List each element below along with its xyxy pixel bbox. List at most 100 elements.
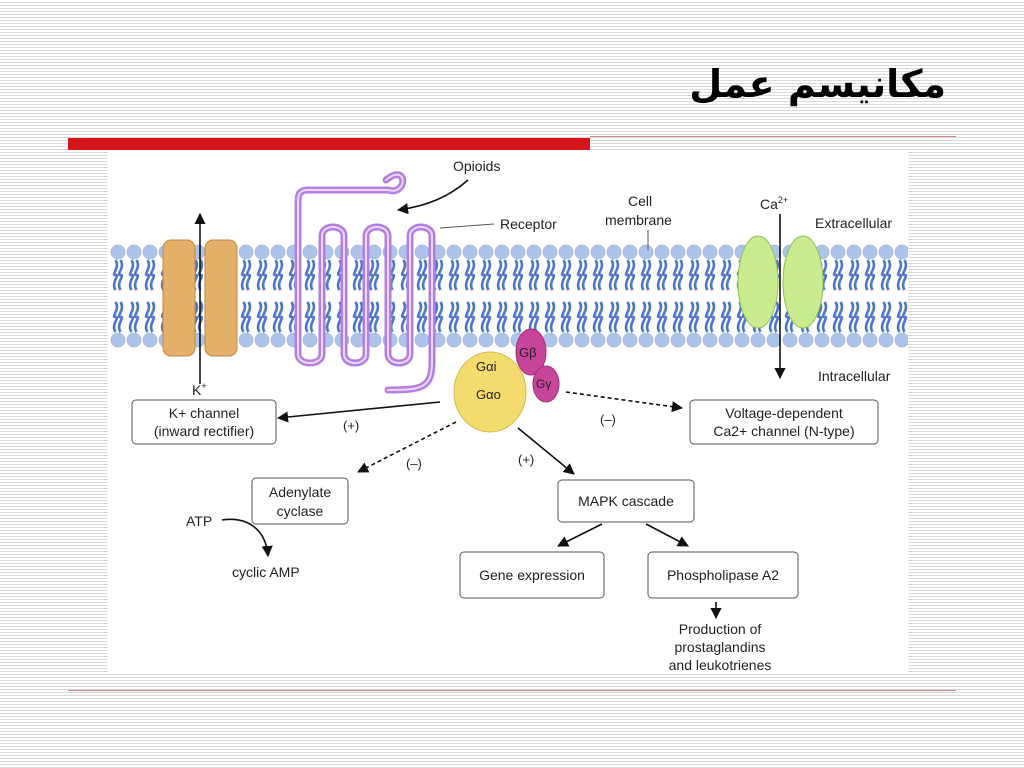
lipid-head — [574, 244, 590, 260]
lipid-tail — [485, 301, 492, 333]
atp-label: ATP — [186, 513, 212, 529]
lipid-head — [638, 332, 654, 348]
lipid-tail — [416, 259, 423, 291]
k-channel-activation-arrow — [276, 401, 441, 423]
lipid-head — [702, 332, 718, 348]
lipid-tail — [613, 259, 620, 291]
lipid-head — [654, 244, 670, 260]
lipid-head — [110, 332, 126, 348]
lipid-head — [862, 332, 878, 348]
k-channel-box — [131, 399, 277, 445]
k-channel-label-1: K+ channel — [169, 405, 239, 421]
adenylate-cyclase-box — [251, 477, 349, 525]
lipid-head — [590, 244, 606, 260]
lipid-head — [830, 332, 846, 348]
g-alpha-subunit — [453, 351, 527, 433]
lipid-head — [478, 332, 494, 348]
lipid-head — [270, 332, 286, 348]
lipid-tail — [357, 259, 364, 291]
lipid-tail — [533, 301, 540, 333]
lipid-head — [414, 332, 430, 348]
lipid-tail — [325, 259, 332, 291]
lipid-tail — [517, 301, 524, 333]
lipid-tail — [453, 259, 460, 291]
lipid-tail — [261, 259, 268, 291]
lipid-head — [414, 244, 430, 260]
lipid-tail — [832, 259, 839, 291]
lipid-tail — [816, 301, 823, 333]
diagram-canvas: K+ Ca2+ Opioids Receptor Cell membrane E… — [110, 158, 910, 673]
lipid-head — [686, 244, 702, 260]
lipid-tail — [592, 259, 599, 291]
lipid-tail — [469, 301, 476, 333]
lipid-head — [254, 244, 270, 260]
lipid-tail — [560, 259, 567, 291]
lipid-tail — [256, 259, 263, 291]
k-ion-label: K+ — [192, 381, 207, 398]
g-alpha-i-label: Gαi — [476, 359, 497, 374]
lipid-tail — [864, 259, 871, 291]
intracellular-label: Intracellular — [818, 368, 891, 384]
lipid-tail — [464, 301, 471, 333]
atp-conversion-arrow — [221, 518, 273, 558]
lipid-tail — [149, 301, 156, 333]
lipid-tail — [864, 301, 871, 333]
lipid-tail — [672, 301, 679, 333]
voltage-ca-channel-box — [689, 399, 879, 445]
mapk-label: MAPK cascade — [578, 493, 674, 509]
lipid-head — [750, 332, 766, 348]
lipid-tail — [704, 301, 711, 333]
lipid-tail — [853, 259, 860, 291]
lipid-tail — [133, 259, 140, 291]
lipid-head — [814, 332, 830, 348]
k-channel-label-2: (inward rectifier) — [154, 423, 254, 439]
lipid-tail — [528, 301, 535, 333]
ac-effect-sign: (–) — [406, 456, 422, 471]
lipid-tail — [565, 301, 572, 333]
lipid-tail — [624, 301, 631, 333]
lipid-tail — [693, 301, 700, 333]
lipid-tail — [496, 259, 503, 291]
lipid-tail — [128, 301, 135, 333]
lipid-tail — [133, 301, 140, 333]
lipid-tail — [261, 301, 268, 333]
lipid-tail — [272, 259, 279, 291]
lipid-tail — [549, 259, 556, 291]
lipid-tail — [512, 259, 519, 291]
lipid-head — [494, 244, 510, 260]
lipid-tail — [112, 301, 119, 333]
lipid-head — [510, 244, 526, 260]
ca-effect-sign: (–) — [600, 412, 616, 427]
lipid-tail — [656, 301, 663, 333]
lipid-tail — [304, 301, 311, 333]
lipid-tail — [901, 259, 908, 291]
lipid-tail — [421, 259, 428, 291]
production-label-2: prostaglandins — [674, 639, 765, 655]
lipid-tail — [869, 259, 876, 291]
lipid-tail — [645, 301, 652, 333]
lipid-tail — [368, 259, 375, 291]
g-beta-subunit — [515, 328, 547, 376]
lipid-tail — [709, 301, 716, 333]
lipid-tail — [821, 301, 828, 333]
lipid-tail — [720, 259, 727, 291]
lipid-tail — [821, 259, 828, 291]
lipid-tail — [149, 259, 156, 291]
lipid-tail — [309, 301, 316, 333]
lipid-tail — [373, 301, 380, 333]
lipid-head — [462, 332, 478, 348]
lipid-tail — [240, 301, 247, 333]
lipid-tail — [645, 259, 652, 291]
lipid-head — [878, 244, 894, 260]
lipid-tail — [704, 259, 711, 291]
phospholipase-box — [647, 551, 799, 599]
lipid-tail — [837, 259, 844, 291]
cell-membrane-label-2: membrane — [605, 212, 672, 228]
lipid-head — [782, 332, 798, 348]
lipid-head — [574, 332, 590, 348]
lipid-tail — [368, 301, 375, 333]
opioids-label: Opioids — [453, 158, 500, 174]
lipid-tail — [277, 259, 284, 291]
lipid-head — [606, 244, 622, 260]
lipid-tail — [688, 301, 695, 333]
